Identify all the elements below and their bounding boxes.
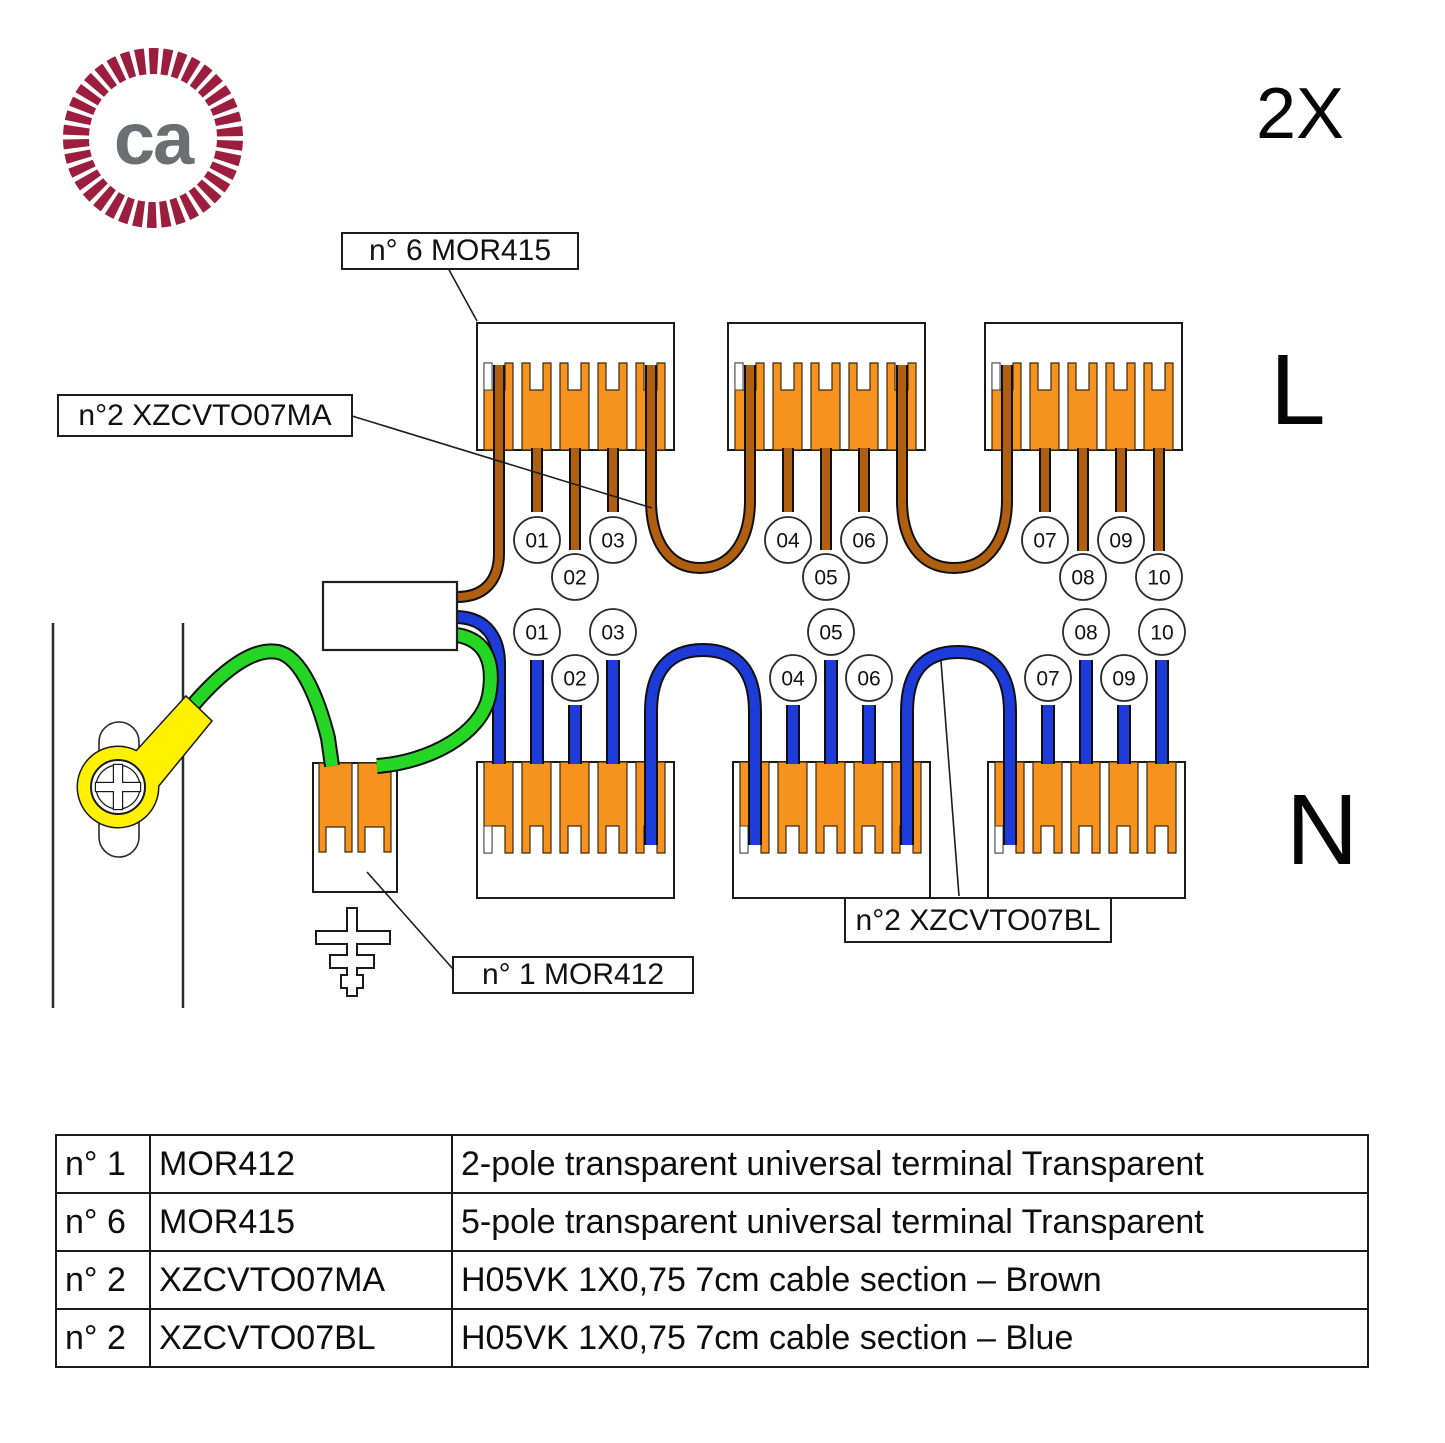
wire-badge-top-02: 02 <box>551 553 599 601</box>
svg-text:10: 10 <box>1150 622 1173 645</box>
svg-text:05: 05 <box>814 567 837 590</box>
terminal-2pole-ground <box>312 762 398 893</box>
svg-text:08: 08 <box>1074 622 1097 645</box>
callout-mor412-text: n° 1 MOR412 <box>482 958 664 991</box>
brown-line-wires <box>456 365 1165 603</box>
wire-badge-top-10: 10 <box>1135 553 1183 601</box>
table-row: n° 2 XZCVTO07MA H05VK 1X0,75 7cm cable s… <box>55 1250 1369 1310</box>
svg-text:08: 08 <box>1071 567 1094 590</box>
svg-text:06: 06 <box>852 530 875 553</box>
terminal-5pole-line-2 <box>727 322 926 451</box>
desc-cell: H05VK 1X0,75 7cm cable section – Blue <box>451 1308 1369 1368</box>
code-cell: MOR412 <box>149 1134 453 1194</box>
parts-table: n° 1 MOR412 2-pole transparent universal… <box>55 1134 1369 1368</box>
blue-neutral-wires <box>456 610 1169 845</box>
callout-mor415: n° 6 MOR415 <box>341 232 579 270</box>
wire-badge-top-09: 09 <box>1097 516 1145 564</box>
callout-mor415-text: n° 6 MOR415 <box>369 234 551 267</box>
ground-lug <box>76 694 214 829</box>
wire-badge-top-06: 06 <box>840 516 888 564</box>
callout-xzcvto07ma: n°2 XZCVTO07MA <box>57 394 353 437</box>
rope-ring-icon: ca <box>63 48 243 228</box>
wiring-diagram: n° 6 MOR415 n°2 XZCVTO07MA n° 1 MOR412 n… <box>51 74 1358 1008</box>
wire-badge-bottom-06: 06 <box>845 654 893 702</box>
desc-cell: 5-pole transparent universal terminal Tr… <box>451 1192 1369 1252</box>
neutral-N-label: N <box>1286 774 1358 886</box>
table-row: n° 2 XZCVTO07BL H05VK 1X0,75 7cm cable s… <box>55 1308 1369 1368</box>
wire-badge-bottom-09: 09 <box>1100 654 1148 702</box>
wire-badge-bottom-04: 04 <box>769 654 817 702</box>
svg-text:03: 03 <box>601 622 624 645</box>
earth-ground-icon <box>315 907 391 997</box>
callout-mor412: n° 1 MOR412 <box>452 956 694 994</box>
wire-badge-bottom-08: 08 <box>1062 608 1110 656</box>
code-cell: XZCVTO07BL <box>149 1308 453 1368</box>
wire-badge-top-07: 07 <box>1021 516 1069 564</box>
wall-rail-lines <box>51 623 185 1008</box>
svg-text:02: 02 <box>563 668 586 691</box>
wire-badge-top-04: 04 <box>764 516 812 564</box>
desc-cell: 2-pole transparent universal terminal Tr… <box>451 1134 1369 1194</box>
svg-text:01: 01 <box>525 530 548 553</box>
wire-badge-bottom-05: 05 <box>807 608 855 656</box>
svg-text:09: 09 <box>1112 668 1135 691</box>
code-cell: MOR415 <box>149 1192 453 1252</box>
svg-text:01: 01 <box>525 622 548 645</box>
brand-logo: ca <box>50 36 255 241</box>
svg-text:03: 03 <box>601 530 624 553</box>
wire-badge-bottom-03: 03 <box>589 608 637 656</box>
svg-text:04: 04 <box>776 530 800 553</box>
qty-cell: n° 6 <box>55 1192 151 1252</box>
callout-leader-lines <box>351 267 960 970</box>
callout-xzcvto07ma-text: n°2 XZCVTO07MA <box>78 399 331 432</box>
callout-xzcvto07bl: n°2 XZCVTO07BL <box>844 897 1112 943</box>
svg-text:04: 04 <box>781 668 805 691</box>
svg-text:07: 07 <box>1033 530 1056 553</box>
qty-cell: n° 2 <box>55 1308 151 1368</box>
screw-icon <box>90 759 146 815</box>
green-earth-wires <box>186 627 499 774</box>
wire-badge-bottom-02: 02 <box>551 654 599 702</box>
table-row: n° 6 MOR415 5-pole transparent universal… <box>55 1192 1369 1252</box>
svg-text:02: 02 <box>563 567 586 590</box>
terminal-5pole-neutral-3 <box>987 761 1186 899</box>
svg-text:07: 07 <box>1036 668 1059 691</box>
rope-circle <box>63 48 243 228</box>
wire-badge-top-05: 05 <box>802 553 850 601</box>
svg-text:06: 06 <box>857 668 880 691</box>
wire-badge-bottom-01: 01 <box>513 608 561 656</box>
brand-text: ca <box>114 97 195 180</box>
svg-text:05: 05 <box>819 622 842 645</box>
cable-junction-box <box>321 580 459 652</box>
wire-badge-top-01: 01 <box>513 516 561 564</box>
wire-badge-top-03: 03 <box>589 516 637 564</box>
terminal-5pole-line-3 <box>984 322 1183 451</box>
desc-cell: H05VK 1X0,75 7cm cable section – Brown <box>451 1250 1369 1310</box>
line-L-label: L <box>1270 334 1326 446</box>
wire-badge-bottom-10: 10 <box>1138 608 1186 656</box>
wire-badge-top-08: 08 <box>1059 553 1107 601</box>
svg-text:09: 09 <box>1109 530 1132 553</box>
terminal-5pole-line-1 <box>476 322 675 451</box>
wire-badge-bottom-07: 07 <box>1024 654 1072 702</box>
table-row: n° 1 MOR412 2-pole transparent universal… <box>55 1134 1369 1194</box>
multiplier-label: 2X <box>1256 74 1344 154</box>
svg-text:10: 10 <box>1147 567 1170 590</box>
callout-xzcvto07bl-text: n°2 XZCVTO07BL <box>856 904 1101 937</box>
qty-cell: n° 1 <box>55 1134 151 1194</box>
code-cell: XZCVTO07MA <box>149 1250 453 1310</box>
qty-cell: n° 2 <box>55 1250 151 1310</box>
